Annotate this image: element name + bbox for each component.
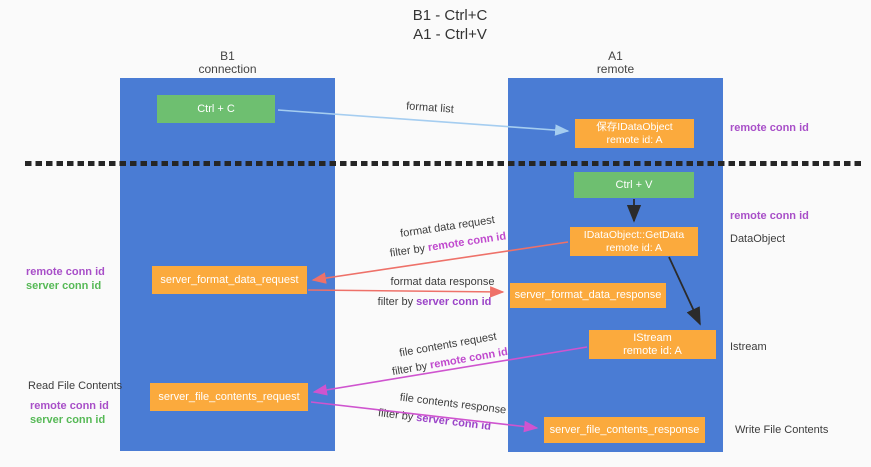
left-column-header: B1 connection [120, 50, 335, 76]
filter-by-text: filter by [377, 296, 417, 308]
right-istream-label: Istream [730, 341, 767, 353]
left-conn-id-pair-1: remote conn id server conn id [26, 265, 105, 293]
left-remote-conn-id-1: remote conn id [26, 266, 105, 278]
right-column-name: A1 [608, 49, 623, 63]
left-server-conn-id-2: server conn id [30, 414, 106, 426]
right-column-header: A1 remote [508, 50, 723, 76]
server-format-data-request-box: server_format_data_request [152, 266, 307, 294]
ctrl-c-label: Ctrl + C [197, 102, 235, 115]
left-conn-id-pair-2: remote conn id server conn id [30, 399, 109, 427]
ctrl-v-label: Ctrl + V [615, 178, 653, 191]
right-remote-conn-id-2: remote conn id [730, 210, 809, 222]
server-file-contents-response-label: server_file_contents_response [549, 423, 700, 436]
phase-separator-dashed-line [25, 161, 863, 166]
left-remote-conn-id-2: remote conn id [30, 400, 109, 412]
server-file-contents-request-box: server_file_contents_request [150, 383, 308, 411]
save-idataobject-line1: 保存IDataObject [596, 120, 673, 133]
server-file-contents-request-label: server_file_contents_request [158, 390, 300, 403]
format-data-response-label: format data response [390, 276, 495, 288]
server-format-data-request-label: server_format_data_request [160, 273, 299, 286]
title-line-2: A1 - Ctrl+V [413, 26, 487, 43]
left-column-name: B1 [220, 49, 235, 63]
server-conn-id-highlight: server conn id [415, 411, 492, 433]
server-file-contents-response-box: server_file_contents_response [544, 417, 705, 443]
getdata-line2: remote id: A [605, 241, 663, 254]
page-title: B1 - Ctrl+C A1 - Ctrl+V [300, 6, 600, 44]
ctrl-v-box: Ctrl + V [574, 172, 694, 198]
left-column-role: connection [198, 62, 257, 76]
save-idataobject-line2: remote id: A [606, 133, 663, 146]
filter-by-text: filter by [391, 359, 432, 379]
title-line-1: B1 - Ctrl+C [412, 7, 488, 24]
istream-line1: IStream [633, 331, 672, 344]
right-dataobject-label: DataObject [730, 233, 786, 245]
format-list-label: format list [405, 100, 455, 116]
server-format-data-response-box: server_format_data_response [510, 283, 666, 308]
filter-by-text: filter by [377, 407, 418, 424]
right-column-role: remote [596, 62, 635, 76]
left-read-file-contents-label: Read File Contents [28, 380, 123, 392]
format-data-response-arrow [307, 286, 505, 298]
right-remote-conn-id-1: remote conn id [730, 122, 809, 134]
filter-by-text: filter by [389, 242, 429, 260]
right-write-file-contents-label: Write File Contents [735, 424, 829, 436]
server-format-data-response-label: server_format_data_response [514, 289, 662, 301]
istream-line2: remote id: A [623, 344, 682, 357]
save-idataobject-box: 保存IDataObject remote id: A [575, 119, 694, 148]
ctrl-c-box: Ctrl + C [157, 95, 275, 123]
left-server-conn-id-1: server conn id [26, 280, 102, 292]
server-conn-id-highlight: server conn id [416, 296, 492, 308]
filter-by-server-conn-id-1: filter by server conn id [372, 296, 497, 308]
istream-box: IStream remote id: A [589, 330, 716, 359]
idataobject-getdata-box: IDataObject::GetData remote id: A [570, 227, 698, 256]
getdata-line1: IDataObject::GetData [583, 228, 685, 241]
